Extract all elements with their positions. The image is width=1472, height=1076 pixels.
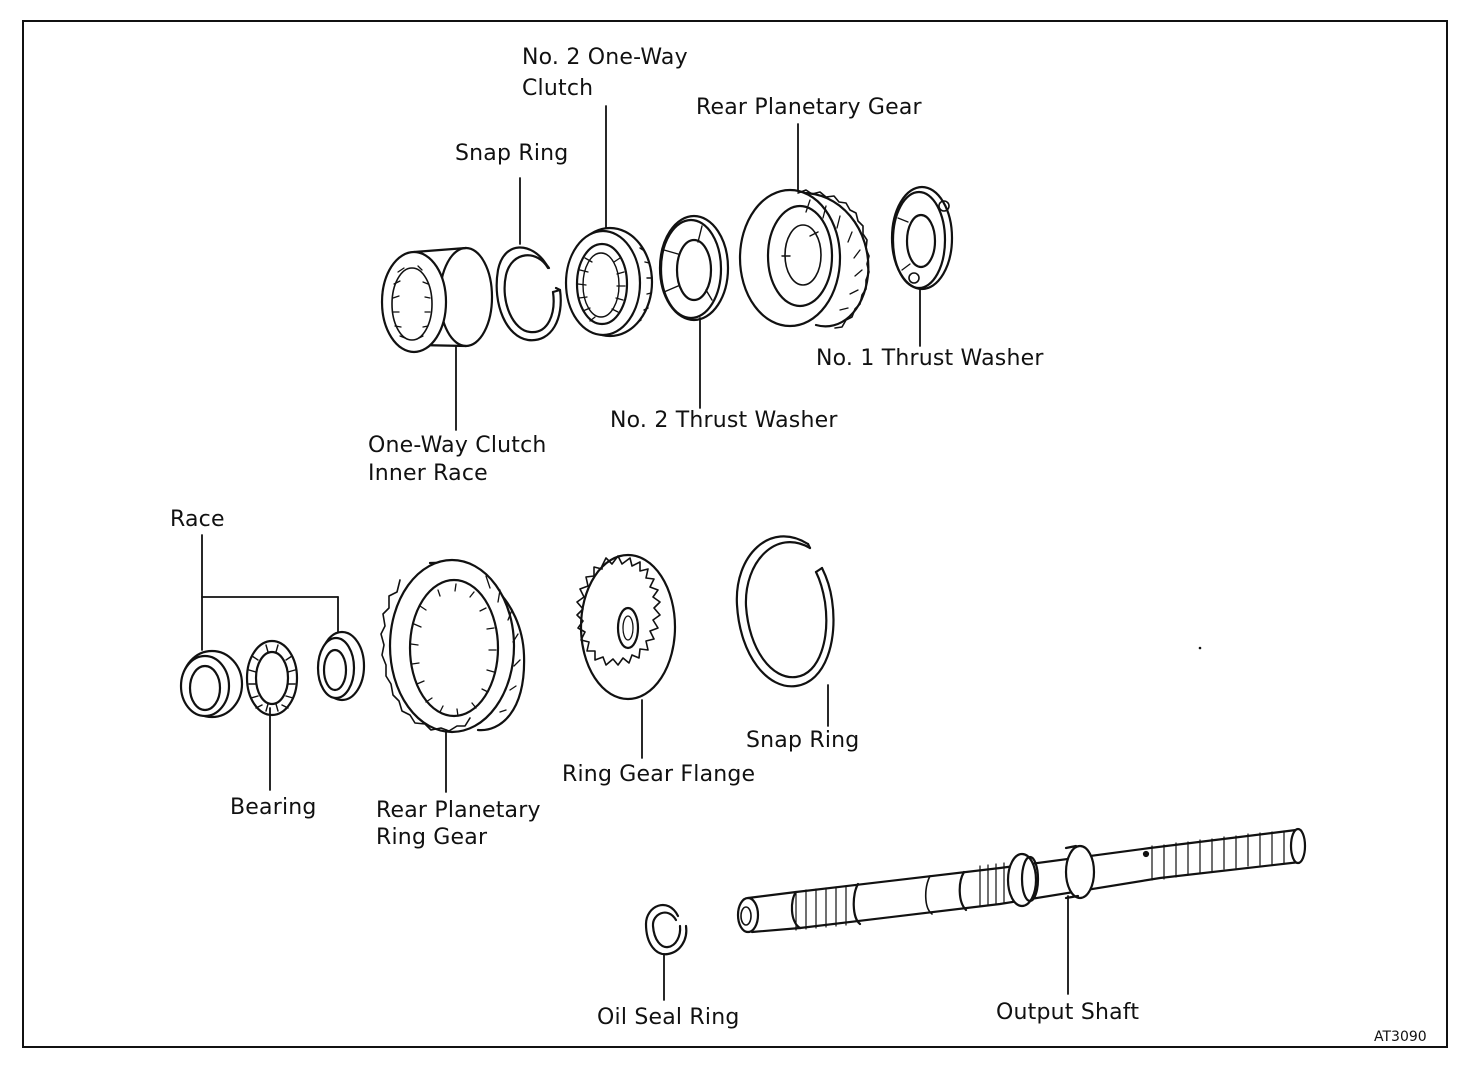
label-no1-thrust-washer: No. 1 Thrust Washer — [816, 346, 1044, 371]
figure-code: AT3090 — [1374, 1029, 1427, 1045]
race-bracket — [202, 535, 338, 650]
label-snap-ring-top: Snap Ring — [455, 141, 569, 166]
no1-thrust-washer-part — [892, 187, 952, 289]
ring-gear-flange-part — [577, 555, 675, 699]
label-rear-planetary-ring-gear-line2: Ring Gear — [376, 825, 488, 850]
label-no2-one-way-clutch-line2: Clutch — [522, 76, 594, 101]
top-leader-lines — [456, 106, 920, 430]
rear-planetary-ring-gear-part — [381, 560, 524, 732]
snap-ring-top-part — [497, 247, 561, 340]
label-one-way-clutch-inner-race-line2: Inner Race — [368, 461, 488, 486]
stray-dot — [1198, 646, 1202, 650]
middle-leader-lines — [270, 685, 828, 792]
rear-planetary-gear-part — [740, 190, 869, 328]
label-ring-gear-flange: Ring Gear Flange — [562, 762, 756, 787]
race-right-part — [318, 632, 364, 700]
label-snap-ring-mid: Snap Ring — [746, 728, 860, 753]
no2-thrust-washer-part — [660, 216, 728, 320]
output-shaft-part — [738, 829, 1305, 994]
label-oil-seal-ring: Oil Seal Ring — [597, 1005, 740, 1030]
label-race: Race — [170, 507, 225, 532]
label-output-shaft: Output Shaft — [996, 1000, 1140, 1025]
oil-seal-ring-part — [646, 905, 686, 1000]
label-one-way-clutch-inner-race-line1: One-Way Clutch — [368, 433, 547, 458]
label-no2-one-way-clutch-line1: No. 2 One-Way — [522, 45, 688, 70]
label-no2-thrust-washer: No. 2 Thrust Washer — [610, 408, 838, 433]
label-rear-planetary-gear: Rear Planetary Gear — [696, 95, 922, 120]
bearing-part — [247, 641, 297, 715]
snap-ring-mid-part — [737, 536, 834, 686]
one-way-clutch-inner-race-part — [382, 248, 492, 352]
label-bearing: Bearing — [230, 795, 317, 820]
figure-frame — [22, 20, 1448, 1048]
race-left-part — [181, 651, 242, 717]
label-rear-planetary-ring-gear-line1: Rear Planetary — [376, 798, 541, 823]
no2-one-way-clutch-part — [566, 228, 652, 336]
